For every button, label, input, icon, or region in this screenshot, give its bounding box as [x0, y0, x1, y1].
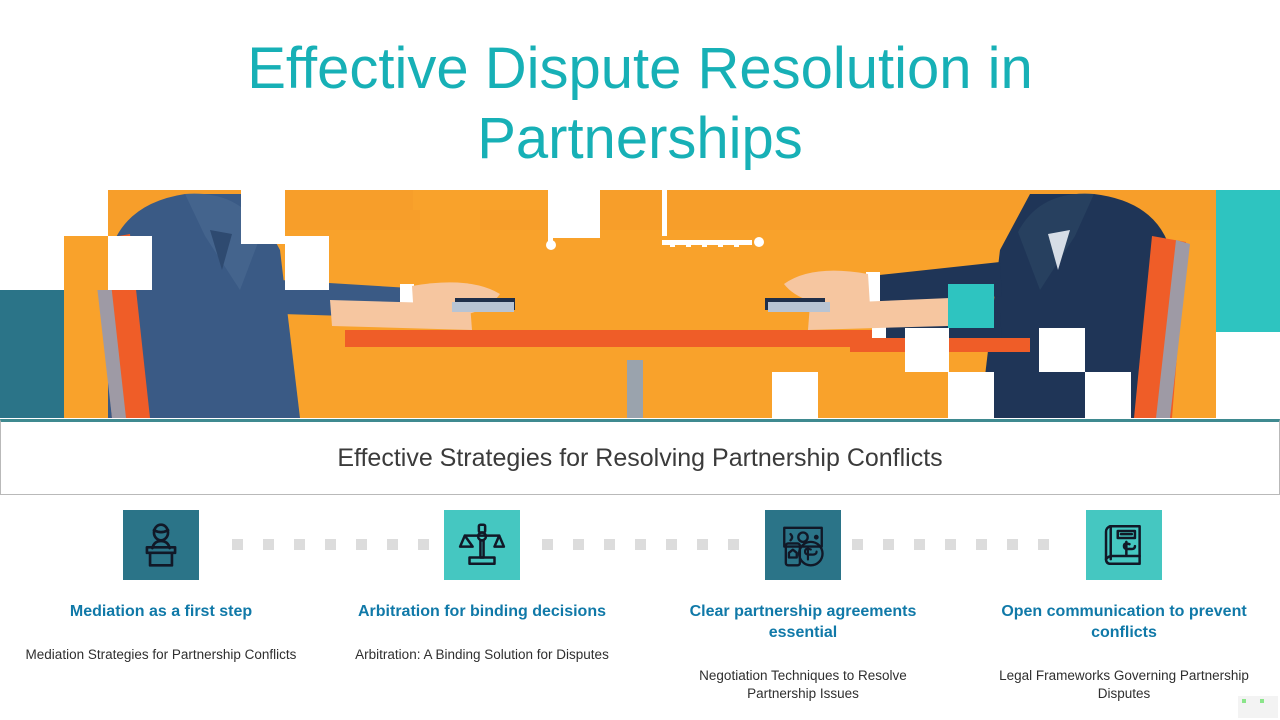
- connector-dot: [1038, 539, 1049, 550]
- connector-dot: [232, 539, 243, 550]
- connector-dot: [1007, 539, 1018, 550]
- connector-dot: [883, 539, 894, 550]
- step-title: Mediation as a first step: [69, 603, 253, 620]
- law-book-dollar-icon: [1086, 510, 1162, 580]
- connector-dot: [976, 539, 987, 550]
- mosaic-tile: [948, 284, 994, 328]
- timeline-step-4[interactable]: Open communication to prevent conflicts …: [964, 500, 1280, 703]
- timeline-connector-1: [232, 539, 449, 550]
- step-description: Mediation Strategies for Partnership Con…: [25, 647, 297, 662]
- mosaic-tile: [905, 328, 949, 372]
- connector-dot: [697, 539, 708, 550]
- connector-dot: [356, 539, 367, 550]
- timeline-connector-2: [542, 539, 759, 550]
- timeline: Mediation as a first step Mediation Stra…: [0, 500, 1280, 720]
- speaker-at-podium-icon: [123, 510, 199, 580]
- timeline-step-3[interactable]: Clear partnership agreements essential N…: [643, 500, 963, 703]
- connector-dot: [635, 539, 646, 550]
- connector-dot: [852, 539, 863, 550]
- connector-dot: [263, 539, 274, 550]
- step-description: Legal Frameworks Governing Partnership D…: [999, 668, 1249, 701]
- step-description: Arbitration: A Binding Solution for Disp…: [355, 647, 609, 662]
- timeline-connector-3: [852, 539, 1069, 550]
- mosaic-tile: [108, 236, 152, 290]
- step-description: Negotiation Techniques to Resolve Partne…: [699, 668, 907, 701]
- timeline-step-2[interactable]: Arbitration for binding decisions Arbitr…: [322, 500, 642, 664]
- connector-dot: [387, 539, 398, 550]
- mosaic-tile: [772, 372, 818, 418]
- scales-of-justice-icon: [444, 510, 520, 580]
- money-payment-icon: [765, 510, 841, 580]
- connector-dot: [728, 539, 739, 550]
- step-title: Arbitration for binding decisions: [358, 603, 606, 620]
- connector-dot: [418, 539, 429, 550]
- step-title: Open communication to prevent conflicts: [1001, 603, 1247, 641]
- mosaic-tile: [64, 236, 108, 290]
- mosaic-tile: [413, 190, 548, 210]
- mosaic-tile: [1216, 332, 1280, 418]
- corner-artifact: [1238, 696, 1278, 718]
- mosaic-tile: [548, 190, 600, 238]
- page-title-wrapper: Effective Dispute Resolution in Partners…: [0, 34, 1280, 174]
- subtitle-band: Effective Strategies for Resolving Partn…: [0, 419, 1280, 495]
- connector-dot: [294, 539, 305, 550]
- connector-dot: [945, 539, 956, 550]
- connector-dot: [604, 539, 615, 550]
- mosaic-tile: [285, 236, 329, 290]
- step-title: Clear partnership agreements essential: [689, 603, 917, 641]
- connector-dot: [542, 539, 553, 550]
- timeline-step-1[interactable]: Mediation as a first step Mediation Stra…: [1, 500, 321, 664]
- connector-dot: [914, 539, 925, 550]
- mosaic-tile: [1039, 328, 1085, 372]
- mosaic-tile: [1216, 190, 1280, 332]
- connector-dot: [325, 539, 336, 550]
- mosaic-tile: [948, 372, 994, 418]
- subtitle-text: Effective Strategies for Resolving Partn…: [337, 443, 943, 472]
- connector-dot: [666, 539, 677, 550]
- connector-dot: [573, 539, 584, 550]
- hero-illustration: [0, 190, 1280, 418]
- mosaic-tile: [1085, 372, 1131, 418]
- page-title: Effective Dispute Resolution in Partners…: [247, 36, 1033, 171]
- mosaic-tile: [241, 190, 285, 244]
- mosaic-tile: [0, 290, 64, 418]
